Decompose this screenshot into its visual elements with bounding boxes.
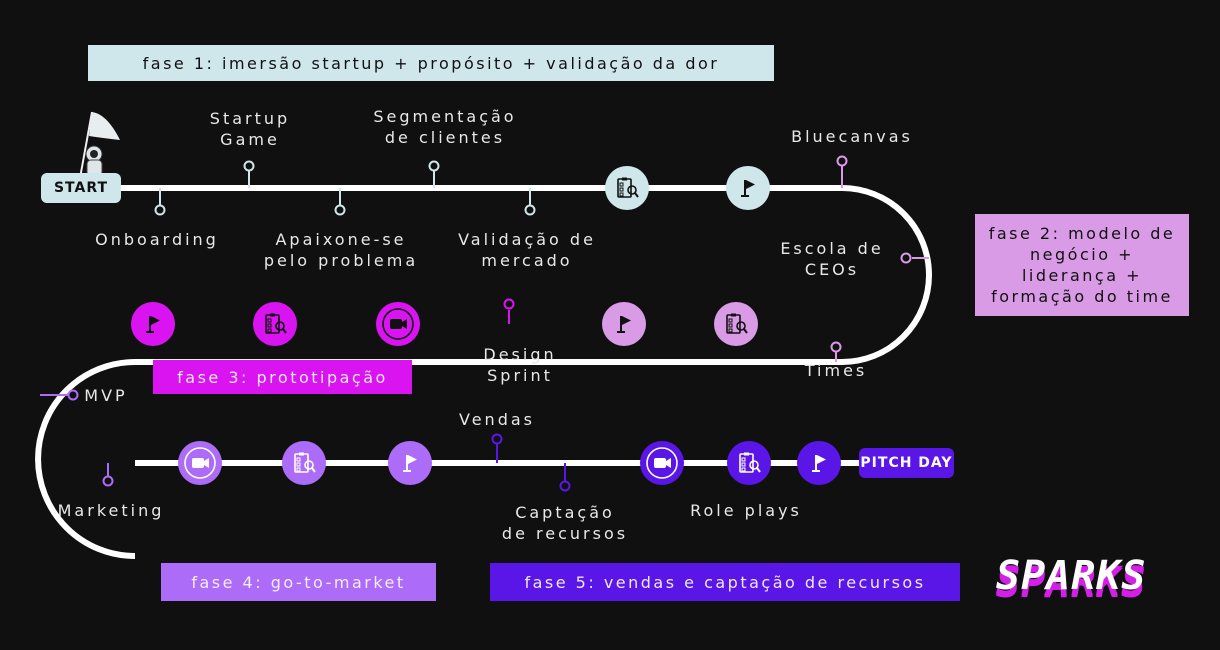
astronaut-flag-icon [72,108,142,179]
milestone-apaixone: Apaixone-se pelo problema [264,229,418,271]
phase-1-banner: fase 1: imersão startup + propósito + va… [88,45,774,81]
checklist-node [253,302,297,346]
phase-2-banner: fase 2: modelo de negócio + liderança + … [975,214,1189,316]
flag-node [131,302,175,346]
milestone-onboarding: Onboarding [95,229,219,250]
milestone-label: Times [804,361,868,380]
flag-node [602,302,646,346]
phase-4-banner: fase 4: go-to-market [161,563,436,601]
milestone-mvp: MVP [84,385,127,406]
milestone-label: pelo problema [263,251,419,270]
checklist-icon [294,452,316,473]
milestone-label: de clientes [384,128,506,147]
milestone-captacao: Captação de recursos [502,502,628,544]
phase-5-banner: fase 5: vendas e captação de recursos [490,563,960,601]
checklist-node [727,441,771,485]
video-camera-icon [382,308,414,340]
phase-2-line: liderança + [1021,266,1142,285]
milestone-label: Bluecanvas [791,127,913,146]
milestone-label: mercado [481,251,573,270]
milestone-label: Marketing [57,501,165,520]
milestone-marketing: Marketing [58,500,165,521]
milestone-label: Escola de [780,239,884,258]
milestone-label: Role plays [690,501,802,520]
milestone-validacao: Validação de mercado [458,229,596,271]
milestone-segmentacao: Segmentação de clientes [373,106,516,148]
phase-2-line: negócio + [1030,245,1134,264]
milestone-label: CEOs [804,260,860,279]
phase-2-line: formação do time [991,287,1173,306]
checklist-node [605,166,649,210]
flag-icon [403,455,417,472]
milestone-label: Onboarding [95,230,219,249]
milestone-bluecanvas: Bluecanvas [791,126,913,147]
milestone-label: Design [483,345,557,364]
pitch-day-badge: PITCH DAY [859,448,954,478]
checklist-node [714,302,758,346]
milestone-label: Segmentação [373,107,517,126]
milestone-label: Captação [515,503,615,522]
milestone-label: Vendas [459,410,535,429]
flag-icon [146,316,160,333]
checklist-node [282,441,326,485]
flag-icon [617,316,631,333]
milestone-label: Apaixone-se [275,230,407,249]
flag-node [726,166,770,210]
video-camera-icon [184,447,216,479]
flag-icon [812,455,826,472]
flag-icon [741,180,755,197]
milestone-label: Validação de [458,230,596,249]
milestone-label: Startup [209,109,291,128]
video-camera-icon [646,447,678,479]
video-node [640,441,684,485]
milestone-label: de recursos [501,524,629,543]
checklist-icon [617,177,639,198]
sparks-logo: SPARKS [996,553,1147,599]
start-badge: START [41,173,121,203]
video-node [376,302,420,346]
video-node [178,441,222,485]
milestone-escola-ceos: Escola de CEOs [780,238,883,280]
checklist-icon [739,452,761,473]
flag-node [797,441,841,485]
milestone-label: Sprint [487,366,553,385]
milestone-times: Times [805,360,868,381]
phase-2-line: fase 2: modelo de [988,224,1176,243]
flag-node [388,441,432,485]
checklist-icon [265,313,287,334]
milestone-label: MVP [84,386,128,405]
phase-3-banner: fase 3: prototipação [153,360,412,394]
milestone-label: Game [220,130,280,149]
milestone-vendas: Vendas [459,409,535,430]
checklist-icon [726,313,748,334]
milestone-role-plays: Role plays [690,500,802,521]
